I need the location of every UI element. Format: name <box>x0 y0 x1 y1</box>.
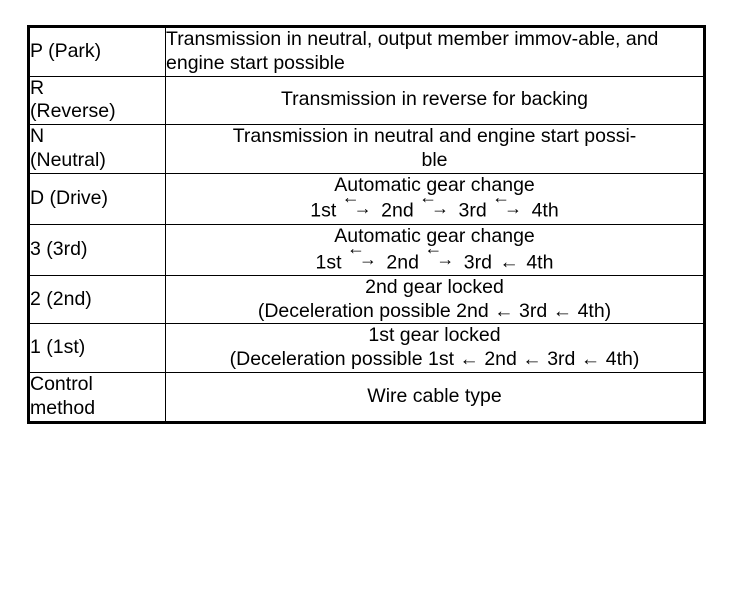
table-row: 1 (1st)1st gear locked(Deceleration poss… <box>28 323 705 373</box>
gear-term: 2nd <box>381 199 414 222</box>
gear-term: 1st <box>315 251 342 274</box>
selector-range-description: Transmission in neutral and engine start… <box>165 124 705 174</box>
selector-range-label: Control method <box>28 371 166 423</box>
selector-range-table: P (Park)Transmission in neutral, output … <box>27 25 706 424</box>
bidirectional-arrow-icon: ←→ <box>419 188 453 218</box>
table-row: 2 (2nd)2nd gear locked(Deceleration poss… <box>28 274 705 325</box>
right-arrow-icon: → <box>353 197 372 218</box>
table-body: P (Park)Transmission in neutral, output … <box>28 26 705 423</box>
selector-range-label: N (Neutral) <box>28 124 166 174</box>
description-line: Wire cable type <box>367 384 502 407</box>
left-arrow-icon: ← <box>346 238 365 259</box>
gear-sequence: 1st ←→ 2nd ←→ 3rd ← 4th <box>166 239 703 275</box>
description-line: (Deceleration possible 1st ← 2nd ← 3rd ←… <box>229 348 640 371</box>
right-arrow-icon: → <box>358 248 377 269</box>
right-arrow-icon: → <box>436 248 455 269</box>
left-arrow-icon: ← <box>419 187 438 208</box>
gear-sequence: 1st ←→ 2nd ←→ 3rd ←→ 4th <box>166 188 703 223</box>
selector-range-label: R (Reverse) <box>28 75 166 126</box>
description-line: Transmission in reverse for backing <box>280 88 589 111</box>
table-row: R (Reverse) Transmission in reverse for b… <box>28 75 705 126</box>
left-arrow-icon: ← <box>499 251 519 274</box>
selector-range-label: P (Park) <box>28 26 166 77</box>
bidirectional-arrow-icon: ←→ <box>424 239 458 269</box>
description-line: Transmission in neutral, output member i… <box>166 28 659 74</box>
description-line: Automatic gear change <box>334 224 535 247</box>
table-row: Control method Wire cable type <box>28 371 705 423</box>
description-line: 1st gear locked <box>368 324 501 347</box>
description-line: 2nd gear locked <box>365 275 504 298</box>
description-line: Automatic gear change <box>334 173 535 196</box>
description-line: Transmission in neutral and engine start… <box>232 125 637 148</box>
selector-range-label: 1 (1st) <box>28 323 166 373</box>
gear-term: 3rd <box>463 251 492 274</box>
bidirectional-arrow-icon: ←→ <box>492 188 526 218</box>
bidirectional-arrow-icon: ←→ <box>342 188 376 218</box>
selector-range-description: Wire cable type <box>165 371 705 423</box>
gear-term: 3rd <box>458 199 487 222</box>
selector-range-description: 2nd gear locked(Deceleration possible 2n… <box>165 274 705 325</box>
table-row: P (Park)Transmission in neutral, output … <box>28 26 705 77</box>
left-arrow-icon: ← <box>424 238 443 259</box>
selector-range-label: D (Drive) <box>28 172 166 225</box>
selector-range-description: Transmission in reverse for backing <box>165 75 705 126</box>
gear-term: 4th <box>531 199 559 222</box>
gear-term: 1st <box>310 199 337 222</box>
selector-range-description: Transmission in neutral, output member i… <box>165 26 705 77</box>
table-row: N (Neutral) Transmission in neutral and e… <box>28 124 705 174</box>
left-arrow-icon: ← <box>341 187 360 208</box>
description-line: (Deceleration possible 2nd ← 3rd ← 4th) <box>257 299 612 322</box>
bidirectional-arrow-icon: ←→ <box>347 239 381 269</box>
description-line: ble <box>421 148 448 171</box>
right-arrow-icon: → <box>504 197 523 218</box>
selector-range-label: 2 (2nd) <box>28 274 166 325</box>
gear-term: 2nd <box>386 251 419 274</box>
gear-term: 4th <box>526 251 554 274</box>
right-arrow-icon: → <box>431 197 450 218</box>
selector-range-label: 3 (3rd) <box>28 223 166 276</box>
left-arrow-icon: ← <box>492 187 511 208</box>
selector-range-description: 1st gear locked(Deceleration possible 1s… <box>165 323 705 373</box>
